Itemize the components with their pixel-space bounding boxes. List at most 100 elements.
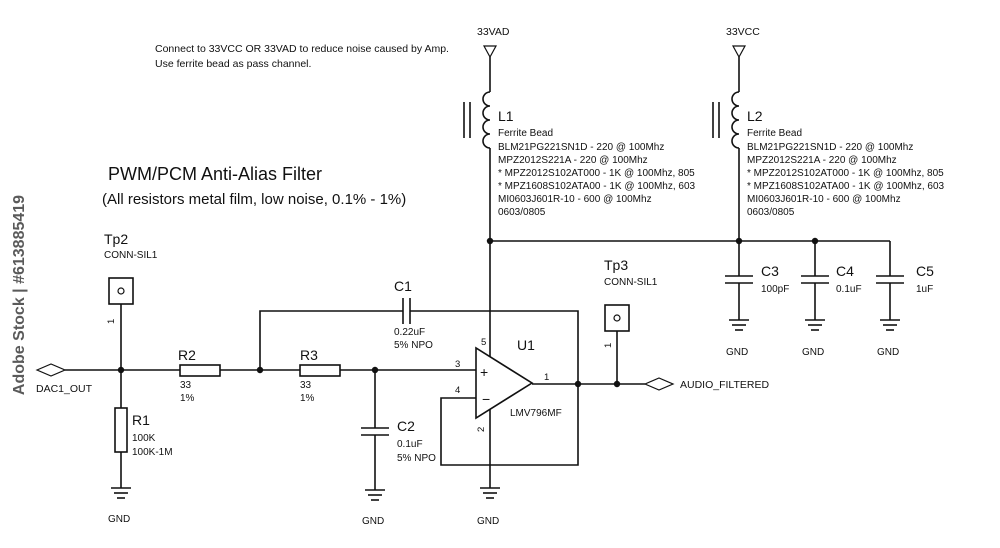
rail-33vcc-label: 33VCC	[726, 26, 760, 38]
l2-opt-2: MPZ2012S221A - 220 @ 100Mhz	[747, 155, 897, 166]
opamp-triangle-icon	[475, 346, 534, 420]
junction-dot	[574, 380, 582, 388]
capacitor-c2: C2 0.1uF 5% NPO	[361, 370, 436, 490]
ground-icon	[365, 489, 385, 501]
l1-opt-3: * MPZ2012S102AT000 - 1K @ 100Mhz, 805	[498, 168, 695, 179]
c1-value: 0.22uF	[394, 327, 425, 338]
note-line-1: Connect to 33VCC OR 33VAD to reduce nois…	[155, 43, 449, 55]
test-pad-icon	[108, 277, 134, 305]
r3-tol: 1%	[300, 393, 315, 404]
gnd-label: GND	[802, 347, 824, 358]
l2-ref: L2	[747, 108, 763, 124]
port-out-label: AUDIO_FILTERED	[680, 379, 769, 391]
power-arrow-icon	[731, 45, 747, 59]
r2-value: 33	[180, 380, 192, 391]
pin-number: 1	[603, 343, 614, 348]
gnd-label: GND	[726, 347, 748, 358]
note-line-2: Use ferrite bead as pass channel.	[155, 58, 311, 70]
ferrite-bead-l1: L1 Ferrite Bead BLM21PG221SN1D - 220 @ 1…	[463, 91, 696, 340]
resistor-icon	[114, 407, 128, 453]
gnd-label: GND	[108, 514, 130, 525]
pin-number: 3	[455, 359, 460, 370]
test-pad-icon	[604, 304, 630, 332]
ground-icon	[805, 319, 825, 331]
capacitor-c4: C4 0.1uF	[801, 241, 862, 320]
l1-type: Ferrite Bead	[498, 128, 553, 139]
ground-c3: GND	[726, 319, 749, 358]
port-dac1-out: DAC1_OUT	[35, 363, 93, 395]
r3-ref: R3	[300, 347, 318, 363]
c1-ref: C1	[394, 278, 412, 294]
resistor-icon	[299, 364, 341, 377]
tp3-ref: Tp3	[604, 257, 628, 273]
opamp-plus-sign: +	[480, 364, 488, 380]
c4-value: 0.1uF	[836, 284, 862, 295]
r2-tol: 1%	[180, 393, 195, 404]
ground-icon	[729, 319, 749, 331]
rail-33vad-label: 33VAD	[477, 26, 510, 38]
port-audio-filtered: AUDIO_FILTERED	[643, 377, 769, 391]
ground-icon	[480, 487, 500, 499]
c3-ref: C3	[761, 263, 779, 279]
capacitor-c3: C3 100pF	[725, 263, 789, 320]
l1-opt-5: MI0603J601R-10 - 600 @ 100Mhz	[498, 194, 652, 205]
opamp-u1: + − U1 LMV796MF 5 3 4 2 1	[455, 337, 562, 432]
test-point-tp3: Tp3 CONN-SIL1 1	[603, 257, 658, 384]
c2-value: 0.1uF	[397, 439, 423, 450]
c4-ref: C4	[836, 263, 854, 279]
resistor-r2: R2 33 1%	[178, 347, 300, 404]
c3-value: 100pF	[761, 284, 789, 295]
l2-opt-5: MI0603J601R-10 - 600 @ 100Mhz	[747, 194, 901, 205]
rail-33vad: 33VAD	[477, 26, 510, 92]
r2-ref: R2	[178, 347, 196, 363]
capacitor-c5: C5 1uF	[876, 241, 934, 320]
u1-ref: U1	[517, 337, 535, 353]
l1-ref: L1	[498, 108, 514, 124]
ground-u1: GND	[477, 487, 500, 527]
stock-id: Adobe Stock | #613885419	[11, 194, 28, 396]
l1-opt-1: BLM21PG221SN1D - 220 @ 100Mhz	[498, 142, 664, 153]
gnd-label: GND	[877, 347, 899, 358]
rail-33vcc: 33VCC	[726, 26, 760, 92]
ground-icon	[111, 487, 131, 499]
r1-tol: 100K-1M	[132, 447, 173, 458]
pin-number: 1	[544, 372, 549, 383]
r3-value: 33	[300, 380, 312, 391]
l2-opt-6: 0603/0805	[747, 207, 795, 218]
ferrite-bead-l2: L2 Ferrite Bead BLM21PG221SN1D - 220 @ 1…	[712, 91, 945, 268]
test-point-tp2: Tp2 CONN-SIL1 1	[104, 231, 158, 370]
pin-number: 5	[481, 337, 486, 348]
port-diamond-icon	[643, 377, 675, 391]
pin-number: 4	[455, 385, 460, 396]
c2-ref: C2	[397, 418, 415, 434]
feedback-wire	[440, 384, 579, 466]
capacitor-c1: C1 0.22uF 5% NPO	[259, 278, 579, 384]
l1-opt-2: MPZ2012S221A - 220 @ 100Mhz	[498, 155, 648, 166]
c2-tol: 5% NPO	[397, 453, 436, 464]
junction-dot	[735, 237, 743, 245]
l1-opt-6: 0603/0805	[498, 207, 546, 218]
resistor-r1: R1 100K 100K-1M	[114, 370, 173, 488]
opamp-minus-sign: −	[482, 391, 490, 407]
pin-number: 1	[106, 319, 117, 324]
tp3-type: CONN-SIL1	[604, 277, 658, 288]
pin-number: 2	[476, 427, 487, 432]
tp2-ref: Tp2	[104, 231, 128, 247]
ground-c5: GND	[877, 319, 900, 358]
power-arrow-icon	[482, 45, 498, 59]
gnd-label: GND	[362, 516, 384, 527]
l2-opt-3: * MPZ2012S102AT000 - 1K @ 100Mhz, 805	[747, 168, 944, 179]
l2-opt-4: * MPZ1608S102ATA00 - 1K @ 100Mhz, 603	[747, 181, 945, 192]
c5-ref: C5	[916, 263, 934, 279]
r1-ref: R1	[132, 412, 150, 428]
ground-icon	[880, 319, 900, 331]
junction-dot	[486, 237, 494, 245]
stock-watermark: Adobe Stock | #613885419	[8, 60, 32, 530]
inductor-icon	[482, 91, 491, 149]
resistor-r3: R3 33 1%	[299, 347, 476, 404]
ground-r1: GND	[108, 487, 131, 525]
c5-value: 1uF	[916, 284, 933, 295]
ground-c4: GND	[802, 319, 825, 358]
ground-c2: GND	[362, 489, 385, 527]
